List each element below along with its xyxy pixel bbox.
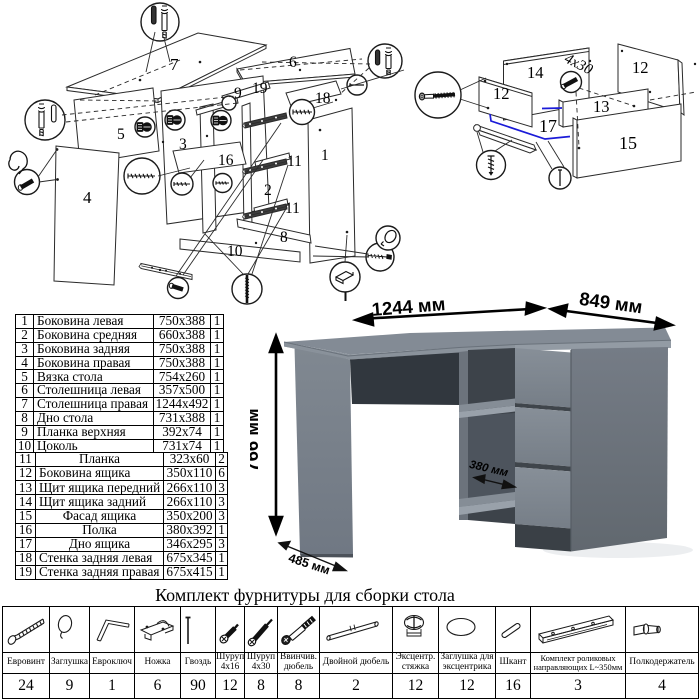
svg-text:766 мм: 766 мм: [250, 408, 262, 471]
svg-text:5: 5: [117, 126, 125, 143]
svg-text:12: 12: [493, 84, 510, 103]
svg-text:9: 9: [234, 85, 242, 102]
svg-text:4: 4: [83, 188, 92, 207]
svg-text:10: 10: [227, 243, 243, 260]
svg-text:16: 16: [218, 152, 234, 169]
svg-text:1: 1: [321, 147, 329, 164]
svg-text:6: 6: [289, 54, 297, 71]
svg-text:12: 12: [632, 58, 649, 77]
svg-text:17: 17: [539, 116, 557, 136]
svg-text:13: 13: [593, 97, 610, 116]
svg-text:3: 3: [179, 136, 187, 153]
svg-text:11: 11: [287, 153, 302, 170]
svg-text:11: 11: [285, 200, 300, 217]
svg-text:8: 8: [280, 229, 288, 246]
svg-text:14: 14: [527, 63, 544, 82]
svg-text:18: 18: [315, 90, 331, 107]
svg-text:15: 15: [619, 133, 637, 153]
svg-text:2: 2: [264, 182, 272, 199]
svg-text:19: 19: [252, 80, 268, 97]
svg-text:7: 7: [170, 55, 179, 74]
